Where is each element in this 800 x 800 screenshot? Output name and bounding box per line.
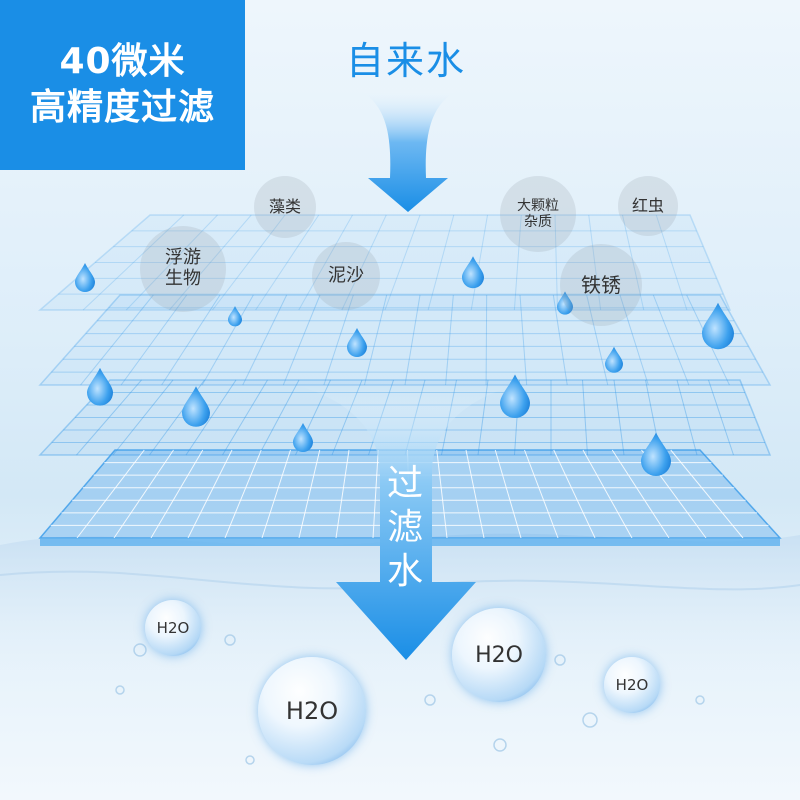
tap-water-arrow (345, 85, 472, 212)
filtered-water-char: 滤 (386, 507, 423, 548)
filtered-water-char: 过 (386, 463, 423, 504)
water-drop-icon (228, 306, 242, 327)
impurity-algae: 藻类 (254, 176, 316, 238)
water-drop-icon (75, 263, 95, 292)
filter-precision-badge: 40微米 高精度过滤 (0, 0, 245, 170)
water-drop-icon (462, 256, 484, 289)
badge-line-1: 40微米 (59, 41, 186, 82)
water-drop-icon (557, 291, 573, 315)
filter-mesh-layer (38, 294, 772, 386)
water-molecule: H2O (604, 657, 660, 713)
impurity-large-particles: 大颗粒 杂质 (500, 176, 576, 252)
filtered-water-arrow (295, 385, 517, 660)
water-molecule: H2O (258, 657, 366, 765)
molecule-label: H2O (285, 697, 339, 725)
filtered-water-char: 水 (386, 551, 423, 592)
impurity-label: 大颗粒 杂质 (517, 197, 559, 230)
water-drop-icon (87, 367, 113, 406)
badge-line-2: 高精度过滤 (29, 87, 215, 128)
impurity-label: 浮游 生物 (165, 247, 201, 289)
impurity-label: 泥沙 (328, 264, 364, 286)
water-drop-icon (182, 386, 211, 427)
molecule-label: H2O (475, 642, 523, 668)
water-drop-icon (605, 346, 623, 373)
filtered-water-text: 过滤水 (378, 462, 432, 594)
impurity-label: 红虫 (631, 195, 664, 215)
molecule-label: H2O (615, 676, 649, 694)
water-drop-icon (500, 374, 530, 418)
impurity-label: 藻类 (268, 196, 301, 216)
water-drop-icon (293, 423, 313, 452)
impurity-silt: 泥沙 (312, 242, 380, 310)
filtered-water-label: 过滤水 (378, 462, 432, 594)
water-molecule: H2O (452, 608, 546, 702)
tap-water-label: 自来水 (345, 39, 466, 83)
impurity-label: 铁锈 (581, 272, 621, 297)
water-molecule: H2O (145, 600, 201, 656)
impurity-red-worm: 红虫 (618, 176, 678, 236)
impurity-plankton: 浮游 生物 (140, 226, 226, 312)
molecule-label: H2O (156, 619, 190, 637)
water-drop-icon (702, 302, 734, 350)
impurity-rust: 铁锈 (560, 244, 642, 326)
water-drop-icon (641, 432, 671, 476)
water-drop-icon (347, 328, 367, 357)
